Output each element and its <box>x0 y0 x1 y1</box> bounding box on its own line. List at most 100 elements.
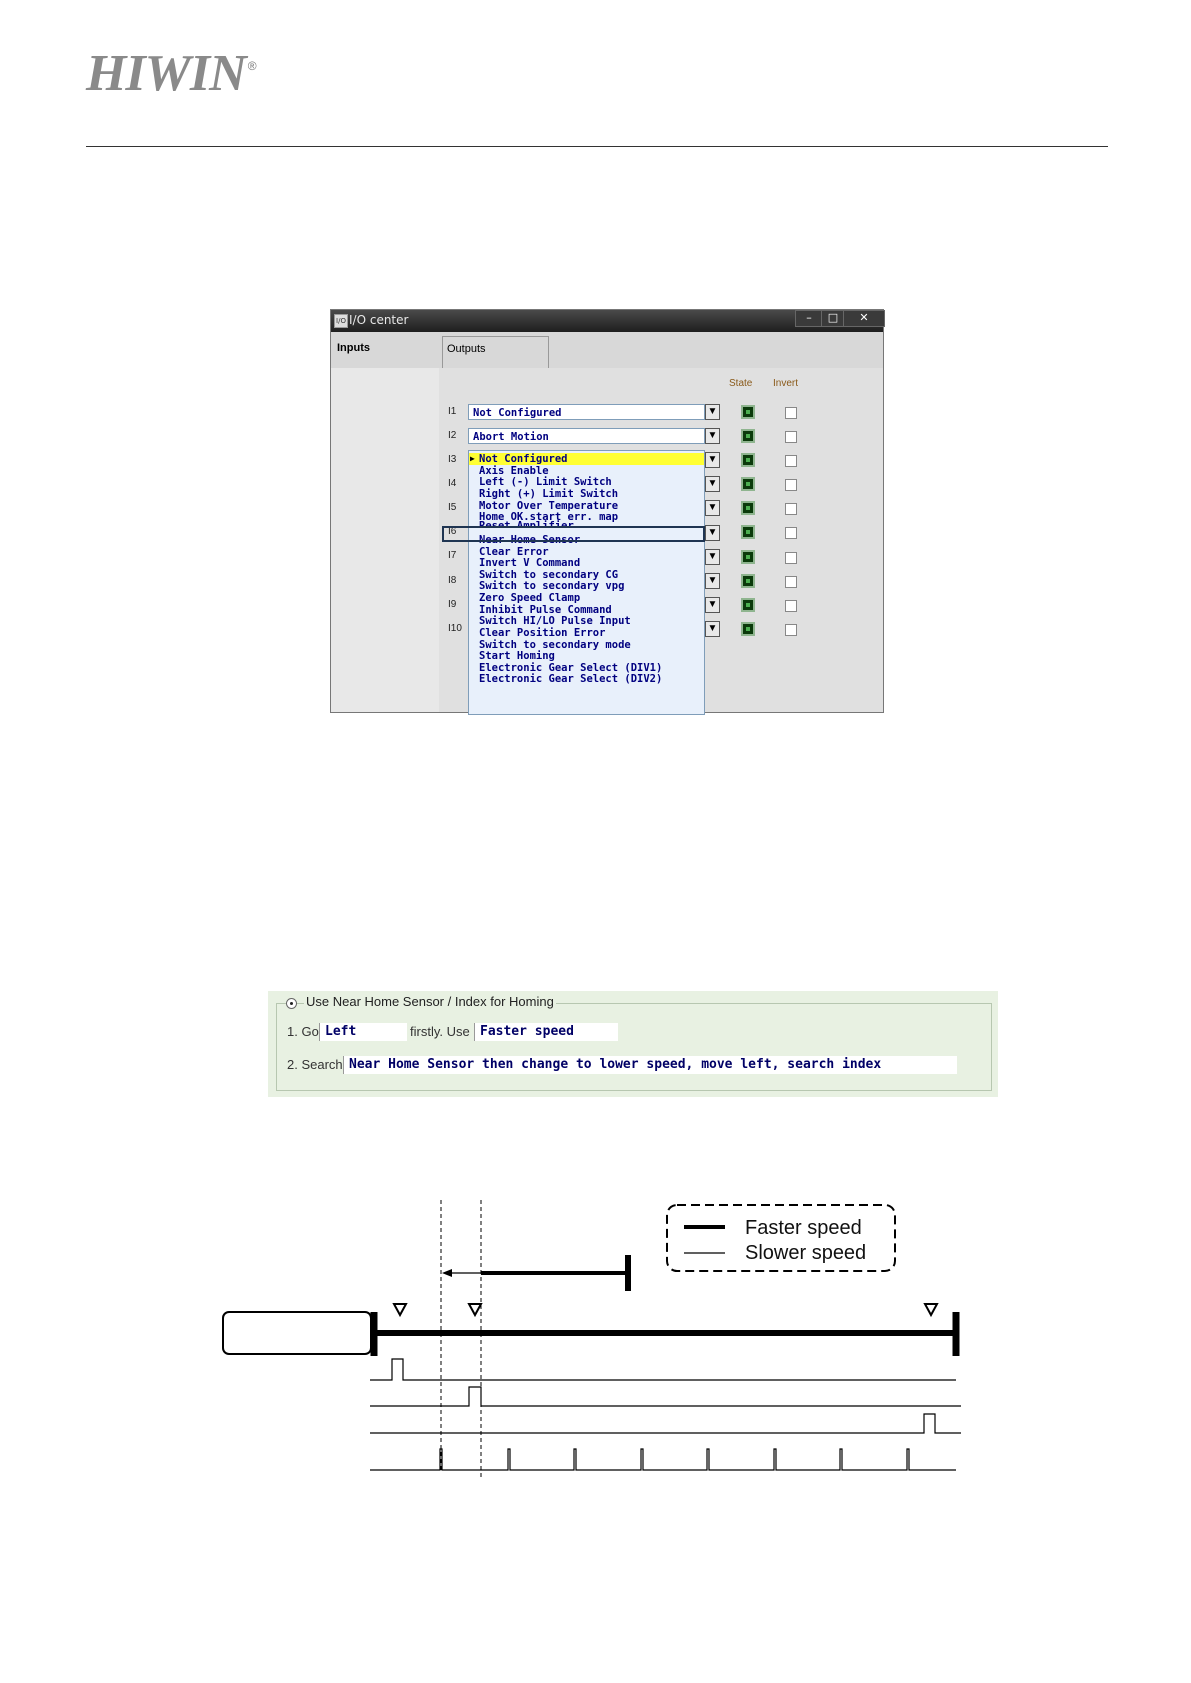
dropdown-arrow-icon[interactable]: ▼ <box>705 573 720 589</box>
state-indicator-i6 <box>741 525 755 539</box>
app-icon: I/O <box>334 314 348 328</box>
dropdown-arrow-icon[interactable]: ▼ <box>705 404 720 420</box>
state-indicator-i1 <box>741 405 755 419</box>
tab-outputs[interactable]: Outputs <box>442 336 549 370</box>
step2-prefix: 2. Search <box>287 1057 343 1072</box>
near-home-signal <box>370 1386 961 1407</box>
logo-text: HIWIN <box>86 45 247 102</box>
input-function-dropdown-list[interactable]: ▶ Not Configured Axis Enable Left (-) Li… <box>468 450 705 715</box>
option-home-ok[interactable]: Home OK.start err. map <box>479 511 619 523</box>
option-start-homing[interactable]: Start Homing <box>479 650 555 662</box>
option-gear-select-div1[interactable]: Electronic Gear Select (DIV1) <box>479 662 663 674</box>
invert-checkbox-i10[interactable] <box>785 624 797 636</box>
dropdown-arrow-icon[interactable]: ▼ <box>705 549 720 565</box>
state-indicator-i5 <box>741 501 755 515</box>
option-clear-position-error[interactable]: Clear Position Error <box>479 627 606 639</box>
option-switch-secondary-mode[interactable]: Switch to secondary mode <box>479 639 631 651</box>
state-indicator-i10 <box>741 622 755 636</box>
step2-search-field[interactable]: Near Home Sensor then change to lower sp… <box>343 1056 957 1074</box>
dropdown-arrow-icon[interactable]: ▼ <box>705 476 720 492</box>
dropdown-arrow-icon[interactable]: ▼ <box>705 428 720 444</box>
option-switch-secondary-vpg[interactable]: Switch to secondary vpg <box>479 580 625 592</box>
use-near-home-radio[interactable] <box>286 998 297 1009</box>
step1-prefix: 1. Go <box>287 1024 319 1039</box>
dropdown-arrow-icon[interactable]: ▼ <box>705 500 720 516</box>
dropdown-arrow-icon[interactable]: ▼ <box>705 597 720 613</box>
option-axis-enable[interactable]: Axis Enable <box>479 465 549 477</box>
option-invert-v-command[interactable]: Invert V Command <box>479 557 581 569</box>
invert-checkbox-i7[interactable] <box>785 552 797 564</box>
option-not-configured[interactable]: Not Configured <box>479 453 568 465</box>
invert-checkbox-i6[interactable] <box>785 527 797 539</box>
left-limit-signal <box>370 1358 956 1381</box>
motor-block <box>222 1311 372 1355</box>
legend-slower-label: Slower speed <box>745 1242 866 1264</box>
tab-row <box>331 332 883 368</box>
input-label-i10: I10 <box>448 623 462 634</box>
invert-checkbox-i1[interactable] <box>785 407 797 419</box>
input-combo-i2[interactable]: Abort Motion <box>468 428 705 444</box>
invert-checkbox-i2[interactable] <box>785 431 797 443</box>
option-gear-select-div2[interactable]: Electronic Gear Select (DIV2) <box>479 673 663 685</box>
input-label-i5: I5 <box>448 502 457 513</box>
invert-header: Invert <box>773 378 799 389</box>
state-indicator-i3 <box>741 453 755 467</box>
left-arrow-icon <box>442 1269 452 1277</box>
homing-timing-diagram: Faster speed Slower speed <box>222 1200 961 1480</box>
state-indicator-i7 <box>741 550 755 564</box>
dropdown-arrow-icon[interactable]: ▼ <box>705 525 720 541</box>
input-label-i8: I8 <box>448 575 457 586</box>
invert-checkbox-i9[interactable] <box>785 600 797 612</box>
input-label-i9: I9 <box>448 599 457 610</box>
inputs-side-panel <box>331 368 440 712</box>
state-indicator-i4 <box>741 477 755 491</box>
use-near-home-label: Use Near Home Sensor / Index for Homing <box>304 994 556 1009</box>
invert-checkbox-i4[interactable] <box>785 479 797 491</box>
legend-box <box>666 1204 896 1272</box>
maximize-button[interactable]: □ <box>821 310 845 327</box>
dropdown-arrow-icon[interactable]: ▼ <box>705 452 720 468</box>
state-indicator-i8 <box>741 574 755 588</box>
selection-pointer-icon: ▶ <box>470 454 475 463</box>
invert-checkbox-i8[interactable] <box>785 576 797 588</box>
input-label-i4: I4 <box>448 478 457 489</box>
option-right-limit-switch[interactable]: Right (+) Limit Switch <box>479 488 619 500</box>
state-indicator-i9 <box>741 598 755 612</box>
step1-middle-text: firstly. Use <box>410 1024 470 1039</box>
left-limit-marker-icon <box>392 1303 408 1318</box>
right-limit-marker-icon <box>923 1303 939 1318</box>
step1-direction-field[interactable]: Left <box>319 1023 407 1041</box>
title-bar: I/O I/O center – □ ✕ <box>331 310 885 332</box>
option-switch-secondary-cg[interactable]: Switch to secondary CG <box>479 569 619 581</box>
option-left-limit-switch[interactable]: Left (-) Limit Switch <box>479 476 612 488</box>
input-combo-i1[interactable]: Not Configured <box>468 404 705 420</box>
close-button[interactable]: ✕ <box>843 310 885 327</box>
step1-speed-field[interactable]: Faster speed <box>474 1023 618 1041</box>
option-inhibit-pulse-command[interactable]: Inhibit Pulse Command <box>479 604 612 616</box>
registered-mark: ® <box>247 58 257 73</box>
state-header: State <box>729 378 753 389</box>
option-switch-hilo-pulse-input[interactable]: Switch HI/LO Pulse Input <box>479 615 631 627</box>
option-motor-over-temperature[interactable]: Motor Over Temperature <box>479 500 619 512</box>
option-reset-amplifier[interactable]: Reset Amplifier <box>479 520 574 526</box>
input-label-i1: I1 <box>448 406 457 417</box>
selected-option-highlight <box>469 453 704 465</box>
minimize-button[interactable]: – <box>795 310 823 327</box>
tab-inputs[interactable]: Inputs <box>337 342 370 354</box>
option-clear-error[interactable]: Clear Error <box>479 546 549 558</box>
input-label-i3: I3 <box>448 454 457 465</box>
homing-settings-panel: Use Near Home Sensor / Index for Homing … <box>268 991 998 1097</box>
option-zero-speed-clamp[interactable]: Zero Speed Clamp <box>479 592 581 604</box>
near-home-sensor-highlight-box <box>442 526 705 542</box>
legend-faster-label: Faster speed <box>745 1217 862 1239</box>
dropdown-arrow-icon[interactable]: ▼ <box>705 621 720 637</box>
hiwin-logo: HIWIN® <box>86 44 257 103</box>
input-label-i7: I7 <box>448 550 457 561</box>
state-indicator-i2 <box>741 429 755 443</box>
window-title: I/O center <box>349 313 409 327</box>
right-limit-signal <box>370 1413 961 1434</box>
input-label-i2: I2 <box>448 430 457 441</box>
invert-checkbox-i3[interactable] <box>785 455 797 467</box>
input-label-i6: I6 <box>448 526 457 537</box>
invert-checkbox-i5[interactable] <box>785 503 797 515</box>
